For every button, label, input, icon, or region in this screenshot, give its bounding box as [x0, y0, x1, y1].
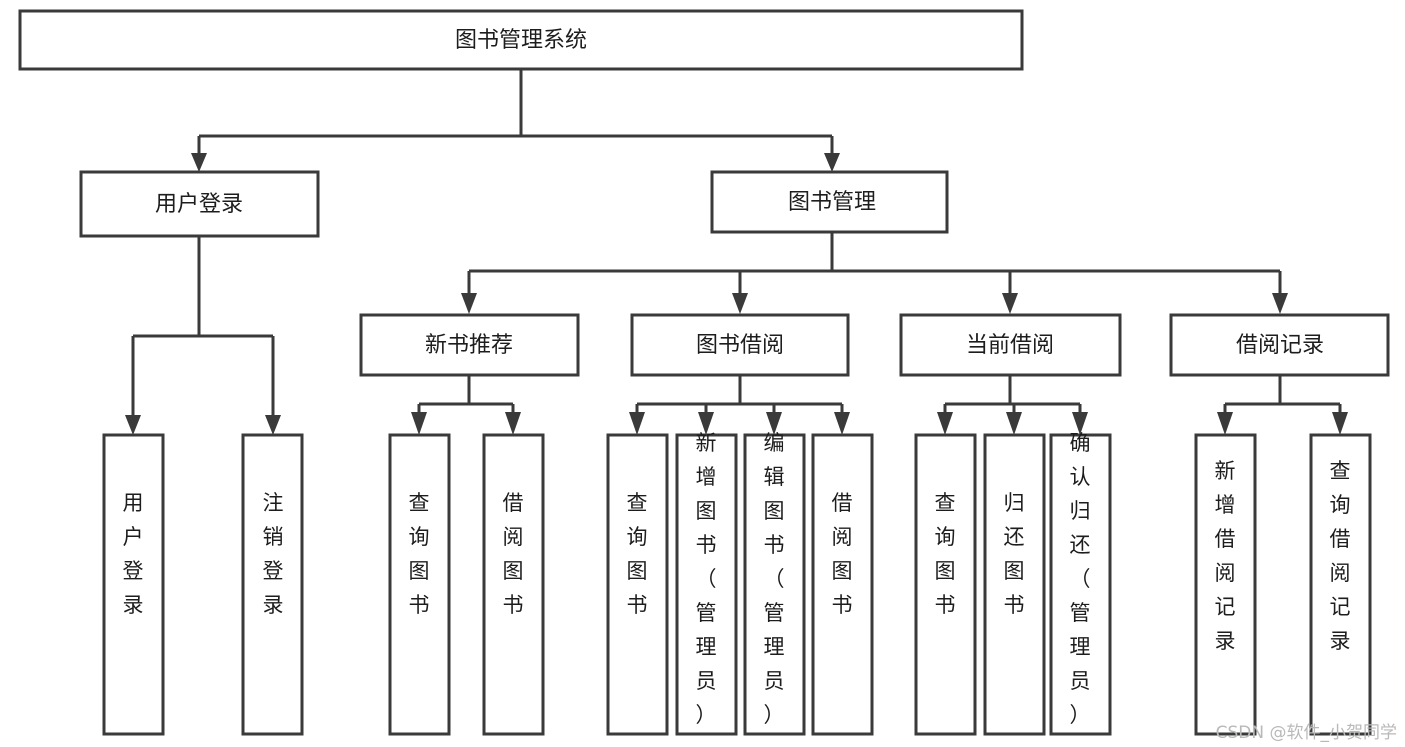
- leaf-new-book-1-box[interactable]: [388, 433, 451, 736]
- node-new-book-recommend-box[interactable]: [359, 313, 580, 377]
- leaf-book-borrow-1-box[interactable]: [606, 433, 669, 736]
- arrow-head-leaf-2: [265, 415, 281, 435]
- leaf-borrow-record-1-box[interactable]: [1194, 433, 1257, 736]
- node-root[interactable]: 图书管理系统: [18, 9, 1024, 71]
- arrow-head-user-login: [191, 153, 207, 172]
- arrow-head-leaf-6: [698, 412, 714, 435]
- leaf-book-borrow-3-label: 编辑图书（管理员）: [764, 431, 785, 727]
- arrow-head-book-manage: [824, 153, 840, 172]
- leaf-current-borrow-1-box[interactable]: [914, 433, 977, 736]
- node-current-borrow-box[interactable]: [899, 313, 1122, 377]
- leaf-book-borrow-4-box[interactable]: [811, 433, 874, 736]
- leaf-user-login-2[interactable]: 注销登录: [241, 433, 304, 736]
- leaf-current-borrow-2-label: 归还图书: [1004, 491, 1025, 617]
- leaf-new-book-2-label: 借阅图书: [503, 491, 524, 617]
- node-current-borrow-label: 当前借阅: [966, 333, 1054, 358]
- node-book-manage-label: 图书管理: [788, 190, 876, 215]
- node-root-box[interactable]: [18, 9, 1024, 71]
- leaf-book-borrow-2-box[interactable]: [675, 433, 738, 736]
- node-book-manage-box[interactable]: [710, 170, 949, 234]
- node-borrow-record-box[interactable]: [1169, 313, 1390, 377]
- arrow-head-leaf-13: [1332, 412, 1348, 435]
- leaf-borrow-record-1[interactable]: 新增借阅记录: [1194, 433, 1257, 736]
- leaf-book-borrow-4-label: 借阅图书: [832, 491, 853, 617]
- leaf-current-borrow-3[interactable]: 确认归还（管理员）: [1049, 431, 1112, 736]
- leaf-user-login-1-label: 用户登录: [123, 491, 144, 617]
- arrow-head-leaf-9: [937, 412, 953, 435]
- arrow-head-leaf-11: [1072, 412, 1088, 435]
- arrow-head-current-borrow: [1002, 293, 1018, 314]
- leaf-current-borrow-2[interactable]: 归还图书: [983, 433, 1046, 736]
- leaf-current-borrow-3-box[interactable]: [1049, 433, 1112, 736]
- leaf-user-login-2-label: 注销登录: [263, 491, 284, 617]
- leaf-new-book-1-label: 查询图书: [409, 491, 430, 617]
- node-borrow-record[interactable]: 借阅记录: [1169, 313, 1390, 377]
- node-user-login-box[interactable]: [79, 170, 320, 238]
- arrow-head-leaf-5: [629, 412, 645, 435]
- node-user-login[interactable]: 用户登录: [79, 170, 320, 238]
- leaf-book-borrow-4[interactable]: 借阅图书: [811, 433, 874, 736]
- node-book-borrow-label: 图书借阅: [696, 333, 784, 358]
- leaf-new-book-2[interactable]: 借阅图书: [482, 433, 545, 736]
- leaf-current-borrow-1[interactable]: 查询图书: [914, 433, 977, 736]
- arrow-head-leaf-10: [1006, 412, 1022, 435]
- node-book-borrow[interactable]: 图书借阅: [630, 313, 850, 377]
- arrow-head-leaf-3: [411, 412, 427, 435]
- leaf-new-book-1[interactable]: 查询图书: [388, 433, 451, 736]
- arrow-head-leaf-1: [125, 415, 141, 435]
- arrow-head-leaf-12: [1217, 412, 1233, 435]
- leaf-book-borrow-1-label: 查询图书: [627, 491, 648, 617]
- node-user-login-label: 用户登录: [155, 192, 243, 217]
- leaf-user-login-2-box[interactable]: [241, 433, 304, 736]
- leaf-current-borrow-1-label: 查询图书: [935, 491, 956, 617]
- node-borrow-record-label: 借阅记录: [1236, 333, 1324, 358]
- leaf-new-book-2-box[interactable]: [482, 433, 545, 736]
- leaf-book-borrow-1[interactable]: 查询图书: [606, 433, 669, 736]
- leaf-borrow-record-2-label: 查询借阅记录: [1330, 459, 1351, 653]
- node-current-borrow[interactable]: 当前借阅: [899, 313, 1122, 377]
- leaf-book-borrow-2-label: 新增图书（管理员）: [696, 431, 717, 727]
- arrow-head-book-borrow: [732, 293, 748, 314]
- leaf-borrow-record-1-label: 新增借阅记录: [1215, 459, 1236, 653]
- leaf-book-borrow-3-box[interactable]: [743, 433, 806, 736]
- arrow-head-new-book: [461, 293, 477, 314]
- leaf-current-borrow-2-box[interactable]: [983, 433, 1046, 736]
- leaf-book-borrow-3[interactable]: 编辑图书（管理员）: [743, 431, 806, 736]
- leaf-borrow-record-2[interactable]: 查询借阅记录: [1309, 433, 1372, 736]
- leaf-book-borrow-2[interactable]: 新增图书（管理员）: [675, 431, 738, 736]
- node-new-book-recommend-label: 新书推荐: [425, 333, 513, 358]
- csdn-watermark: CSDN @软件_小贺同学: [1215, 723, 1397, 743]
- node-book-borrow-box[interactable]: [630, 313, 850, 377]
- node-root-label: 图书管理系统: [455, 28, 587, 53]
- arrow-head-leaf-8: [834, 412, 850, 435]
- connectors: [125, 69, 1348, 435]
- leaf-user-login-1[interactable]: 用户登录: [102, 433, 165, 736]
- leaf-borrow-record-2-box[interactable]: [1309, 433, 1372, 736]
- node-book-manage[interactable]: 图书管理: [710, 170, 949, 234]
- arrow-head-leaf-4: [505, 412, 521, 435]
- leaf-user-login-1-box[interactable]: [102, 433, 165, 736]
- arrow-head-leaf-7: [766, 412, 782, 435]
- arrow-head-borrow-record: [1272, 293, 1288, 314]
- node-new-book-recommend[interactable]: 新书推荐: [359, 313, 580, 377]
- leaf-current-borrow-3-label: 确认归还（管理员）: [1070, 431, 1091, 727]
